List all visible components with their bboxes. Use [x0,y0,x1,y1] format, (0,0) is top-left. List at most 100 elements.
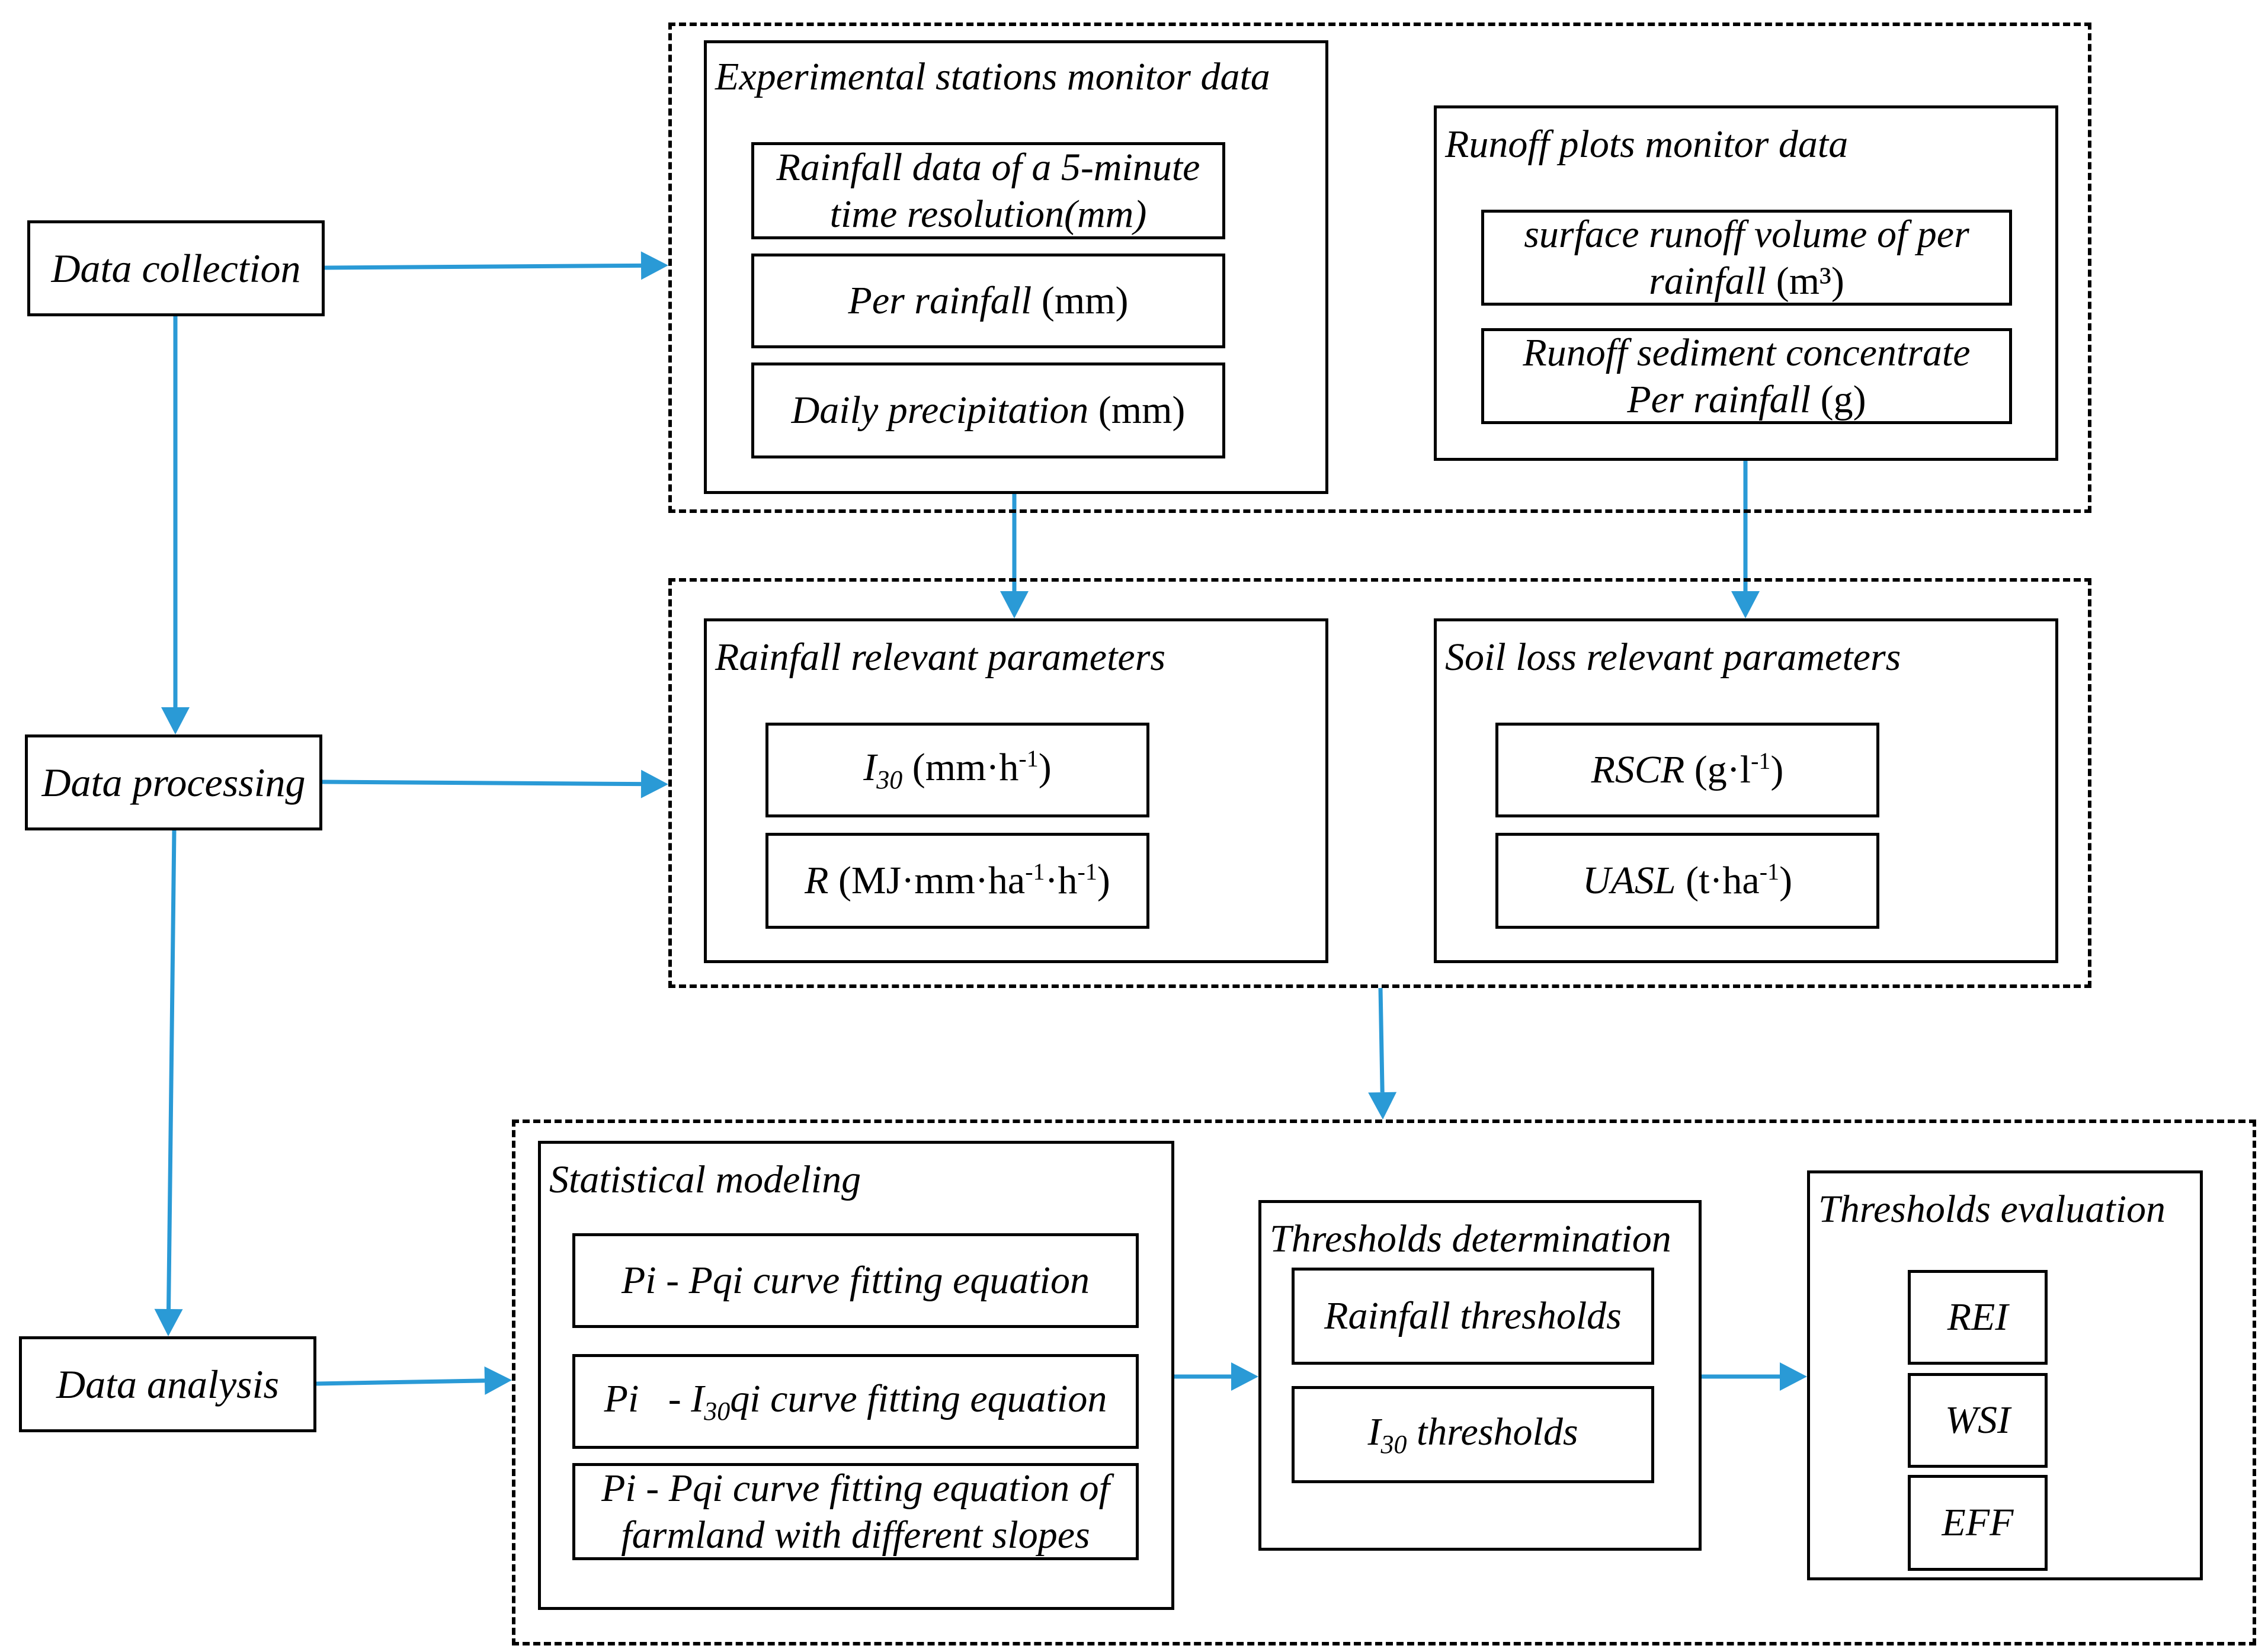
evaluation-item-rei: REI [1908,1270,2048,1365]
evaluation-item-wsi: WSI [1908,1373,2048,1468]
rainfall-param-i30-sup: -1 [1018,745,1039,772]
runoff-item-sediment: Runoff sediment concentrate Per rainfall… [1481,328,2012,424]
exp-item-rainfall-5min: Rainfall data of a 5-minute time resolut… [751,142,1225,239]
arrow-modeling-to-determination [1174,1362,1258,1391]
statistical-modeling-title: Statistical modeling [549,1158,861,1201]
arrow-experimental-to-rainfall-params-head [1000,591,1029,618]
modeling-item-slopes-line2: farmland with different slopes [621,1513,1090,1557]
threshold-item-i30-sub: 30 [1380,1430,1407,1459]
thresholds-determination-panel: Thresholds determination [1258,1200,1702,1551]
rainfall-param-r: R (MJ·mm·ha-1·h-1) [765,833,1149,929]
analysis-group [512,1119,2256,1645]
arrow-collection-to-monitor [324,251,668,280]
rainfall-param-i30-sub: 30 [876,765,903,795]
rainfall-param-r-sup2: -1 [1077,858,1097,886]
stage-data-collection-label: Data collection [51,245,301,291]
experimental-stations-title: Experimental stations monitor data [715,55,1270,98]
runoff-item-sediment-unit: (g) [1811,378,1866,421]
threshold-item-rainfall-text: Rainfall thresholds [1324,1294,1622,1338]
evaluation-item-eff: EFF [1908,1475,2048,1571]
modeling-item-pi-i30qi-sub: 30 [704,1397,731,1426]
arrow-processing-group-to-analysis-group-shaft [1378,987,1385,1093]
runoff-plots-title: Runoff plots monitor data [1445,123,1849,166]
soil-param-uasl-symbol: UASL [1582,859,1676,903]
rainfall-params-title: Rainfall relevant parameters [715,636,1166,679]
soil-params-title: Soil loss relevant parameters [1445,636,1901,679]
modeling-item-slopes: Pi - Pqi curve fitting equation of farml… [572,1463,1139,1560]
arrow-runoff-to-soil-params [1731,461,1760,618]
soil-param-rscr: RSCR (g·l-1) [1495,723,1879,817]
soil-param-rscr-symbol: RSCR [1591,748,1685,792]
arrow-processing-to-analysis-shaft [166,830,177,1310]
evaluation-item-rei-text: REI [1947,1295,2008,1339]
soil-param-uasl-sup: -1 [1759,858,1780,886]
arrow-collection-to-monitor-head [640,251,668,280]
collection-group [668,23,2091,513]
rainfall-param-i30-tail: ) [1038,746,1052,789]
arrow-determination-to-evaluation [1702,1362,1807,1391]
exp-item-daily-precipitation-text: Daily precipitation [791,389,1089,432]
stage-data-processing: Data processing [25,734,322,830]
evaluation-item-eff-text: EFF [1942,1501,2014,1545]
arrow-collection-to-processing-head [161,707,190,734]
arrow-processing-group-to-analysis-group-head [1368,1092,1397,1119]
exp-item-daily-precipitation-unit: (mm) [1088,389,1186,432]
threshold-item-i30-post: thresholds [1407,1410,1578,1454]
threshold-item-rainfall: Rainfall thresholds [1292,1268,1654,1365]
exp-item-per-rainfall-unit: (mm) [1032,279,1129,323]
rainfall-param-r-sup: -1 [1025,858,1045,886]
rainfall-param-i30-unit: (mm·h [902,746,1019,789]
arrow-processing-group-to-analysis-group [1368,987,1397,1119]
arrow-analysis-to-modeling-shaft [316,1378,485,1386]
runoff-item-volume-unit: (m³) [1766,259,1844,303]
arrow-modeling-to-determination-head [1231,1362,1258,1391]
stage-data-analysis: Data analysis [19,1336,316,1432]
runoff-item-volume: surface runoff volume of per rainfall (m… [1481,210,2012,306]
stage-data-analysis-label: Data analysis [56,1361,279,1407]
thresholds-determination-title: Thresholds determination [1270,1217,1671,1260]
rainfall-param-r-tail: ) [1097,859,1110,903]
modeling-item-pi-i30qi-pre: Pi - I [604,1377,704,1420]
arrow-analysis-to-modeling-head [484,1366,512,1395]
arrow-processing-to-analysis-head [154,1308,183,1336]
exp-item-daily-precipitation: Daily precipitation (mm) [751,363,1225,458]
arrow-collection-to-monitor-shaft [324,263,642,270]
stage-data-processing-label: Data processing [41,759,306,805]
modeling-item-pi-pqi-text: Pi - Pqi curve fitting equation [621,1259,1090,1303]
rainfall-param-r-mid: ·h [1045,859,1078,903]
modeling-item-slopes-line1: Pi - Pqi curve fitting equation of [601,1466,1110,1510]
soil-param-rscr-unit: (g·l [1684,748,1751,792]
arrow-determination-to-evaluation-head [1780,1362,1807,1391]
runoff-item-volume-line1: surface runoff volume of per [1524,212,1969,256]
threshold-item-i30: I30 thresholds [1292,1386,1654,1483]
arrow-processing-to-params-head [640,769,668,798]
arrow-processing-to-analysis [154,830,183,1336]
rainfall-param-i30: I30 (mm·h-1) [765,723,1149,817]
soil-param-rscr-sup: -1 [1751,748,1771,775]
rainfall-param-i30-symbol: I [863,746,877,789]
runoff-item-volume-line2: rainfall [1649,259,1767,303]
modeling-item-pi-pqi: Pi - Pqi curve fitting equation [572,1233,1139,1328]
runoff-item-sediment-line2: Per rainfall [1627,378,1811,421]
soil-param-uasl: UASL (t·ha-1) [1495,833,1879,929]
rainfall-param-r-unit: (MJ·mm·ha [828,859,1026,903]
exp-item-per-rainfall-text: Per rainfall [848,279,1032,323]
arrow-analysis-to-modeling [316,1366,512,1395]
stage-data-collection: Data collection [27,220,325,316]
evaluation-item-wsi-text: WSI [1945,1398,2010,1442]
soil-param-uasl-tail: ) [1779,859,1793,903]
modeling-item-pi-i30qi-post: qi curve fitting equation [730,1377,1107,1420]
thresholds-evaluation-title: Thresholds evaluation [1818,1188,2166,1231]
exp-item-rainfall-5min-line2: time resolution(mm) [829,193,1147,236]
arrow-runoff-to-soil-params-head [1731,591,1760,618]
soil-param-uasl-unit: (t·ha [1676,859,1760,903]
processing-group [668,578,2091,988]
arrow-processing-to-params-shaft [322,780,642,787]
threshold-item-i30-pre: I [1367,1410,1381,1454]
rainfall-param-r-symbol: R [805,859,829,903]
exp-item-rainfall-5min-line1: Rainfall data of a 5-minute [776,145,1200,189]
arrow-collection-to-processing [161,316,190,734]
modeling-item-pi-i30qi: Pi - I30qi curve fitting equation [572,1354,1139,1449]
arrow-processing-to-params [322,769,668,798]
exp-item-per-rainfall: Per rainfall (mm) [751,254,1225,348]
